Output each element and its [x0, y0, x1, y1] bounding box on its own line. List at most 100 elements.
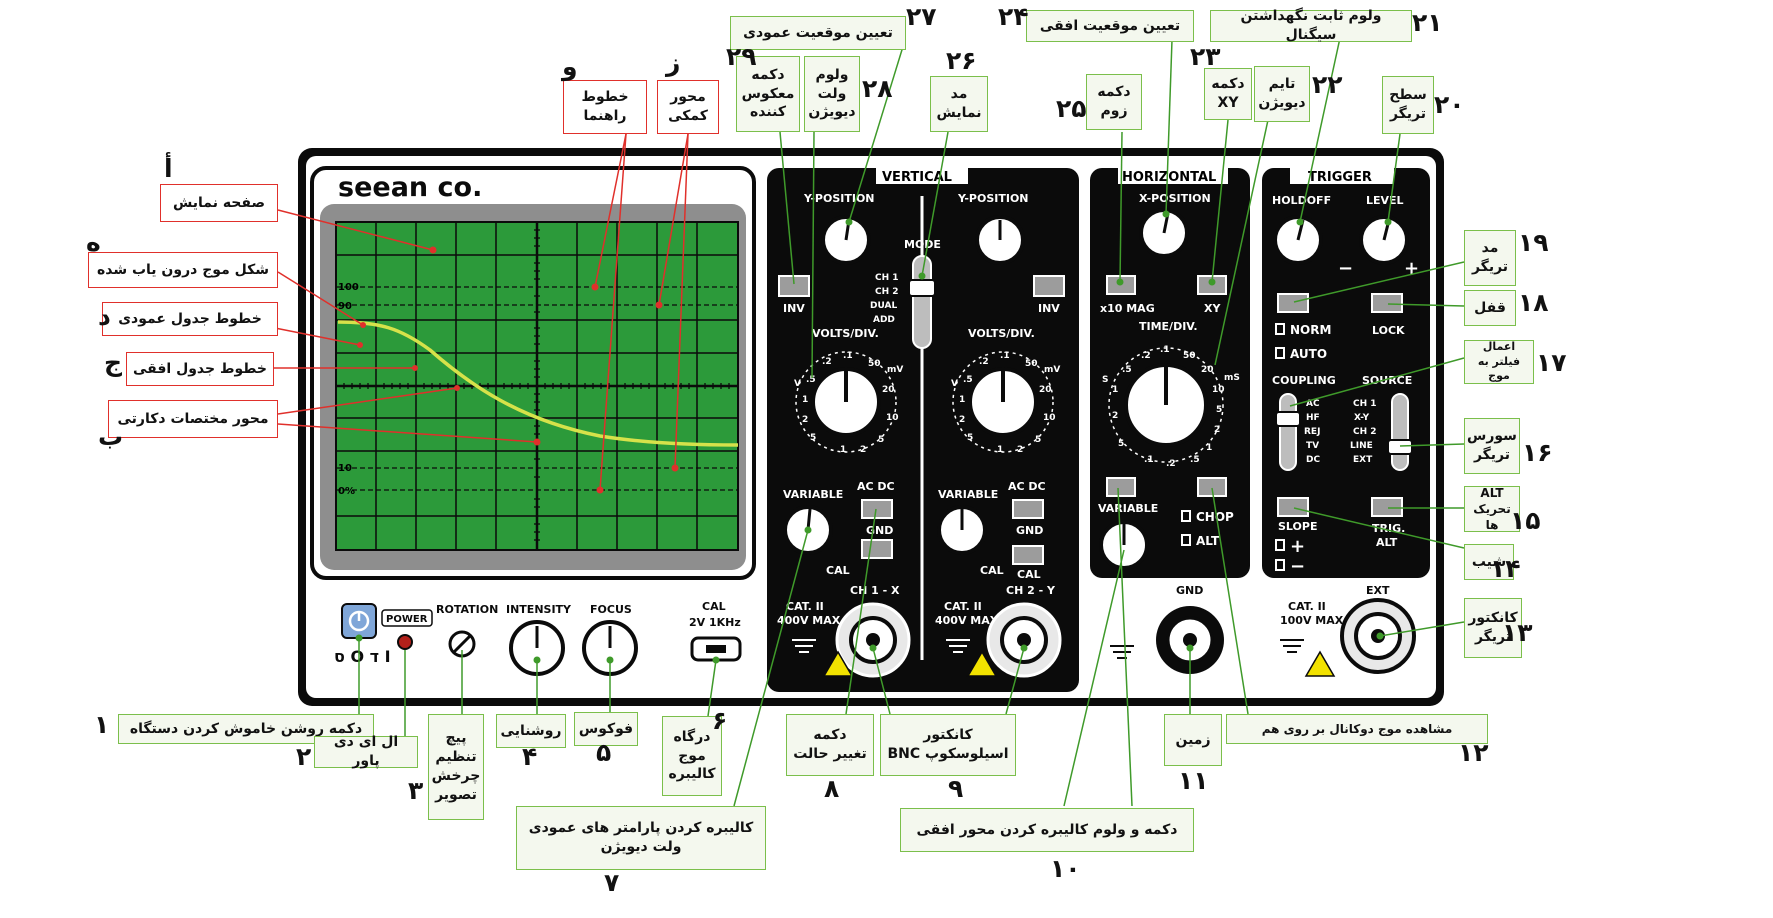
warning-icon: [1304, 650, 1336, 677]
lock-label: LOCK: [1372, 324, 1405, 337]
ch2-connector-label: CH 2 - Y: [1006, 584, 1056, 597]
volts-scale-label: 5: [810, 433, 816, 443]
leader-dot-green: [1116, 278, 1124, 286]
coupling-option: AC: [1306, 399, 1320, 409]
source-option: CH 1: [1353, 399, 1377, 409]
time-unit-ms: mS: [1224, 373, 1240, 383]
time-scale-label: .2: [1166, 459, 1176, 469]
volts-unit-v: V: [794, 379, 801, 389]
source-option: X-Y: [1354, 413, 1370, 423]
callout-trigger-alt: ALT تحریک ها: [1464, 486, 1520, 532]
lock-button[interactable]: [1371, 293, 1403, 313]
badge-24: ۲۴: [998, 2, 1029, 31]
ground-icon: [792, 639, 816, 653]
ch2-cal-button-label: CAL: [1017, 568, 1041, 581]
source-slider-handle[interactable]: [1387, 439, 1413, 455]
trig-alt-button[interactable]: [1371, 497, 1403, 517]
callout-ground: زمین: [1164, 714, 1222, 766]
slope-button[interactable]: [1277, 497, 1309, 517]
callout-trigger-mode: مد تریگر: [1464, 230, 1516, 286]
badge-3: ۳: [408, 776, 424, 805]
time-scale-label: 1: [1206, 443, 1212, 453]
cal-label: CAL: [702, 600, 726, 613]
badge-17: ۱۷: [1536, 348, 1567, 377]
callout-rotation-screw: پیچ تنظیم چرخش تصویر: [428, 714, 484, 820]
ch2-voltsdiv-label: VOLTS/DIV.: [968, 327, 1035, 340]
leader-lines-green: [358, 37, 1465, 807]
ch2-inv-button[interactable]: [1033, 275, 1065, 297]
volts-unit-v: V: [951, 379, 958, 389]
ch2-acdc-button[interactable]: [1012, 499, 1044, 519]
coupling-option: HF: [1306, 413, 1320, 423]
leader-dot-red: [591, 283, 599, 291]
trigger-section: [1262, 168, 1430, 578]
callout-power-led: ال ای دی پاور: [314, 734, 418, 769]
callout-mode-switch-button: دکمه تغییر حالت: [786, 714, 874, 776]
coupling-slider-handle[interactable]: [1275, 411, 1301, 427]
volts-scale-label: .1: [843, 351, 853, 361]
callout-trigger-source: سورس تریگر: [1464, 418, 1520, 474]
leader-dot-red: [429, 246, 437, 254]
ch1-cal-label: CAL: [826, 564, 850, 577]
chop-alt-button[interactable]: [1197, 477, 1227, 497]
ch1-inv-label: INV: [783, 302, 805, 315]
leader-dot-green: [533, 656, 541, 664]
badge-7: ۷: [604, 868, 620, 897]
volts-scale-label: 10: [886, 413, 899, 423]
callout-volt-division-knob: ولوم ولت دیویژن: [804, 56, 860, 132]
badge-29: ۲۹: [726, 42, 757, 71]
callout-horizontal-calibration: دکمه و ولوم کالیبره کردن محور افقی: [900, 808, 1194, 852]
leader-dot-green: [1376, 632, 1384, 640]
badge-23: ۲۳: [1190, 42, 1221, 71]
volts-scale-label: 20: [882, 385, 895, 395]
x10-mag-label: x10 MAG: [1100, 302, 1155, 315]
slope-label: SLOPE: [1278, 520, 1317, 533]
h-variable-button[interactable]: [1106, 477, 1136, 497]
ch2-max-label: 400V MAX: [935, 614, 999, 627]
badge-4: ۴: [522, 742, 538, 771]
power-onoff-marks: ס O ד I: [334, 647, 391, 666]
mode-option: CH 1: [875, 273, 899, 283]
time-scale-label: 10: [1212, 385, 1225, 395]
mode-slider-handle[interactable]: [908, 279, 936, 297]
ch1-acdc-button[interactable]: [861, 499, 893, 519]
badge-22: ۲۲: [1312, 70, 1343, 99]
horizontal-section-label-bg: [1118, 168, 1228, 184]
rotation-label: ROTATION: [436, 603, 498, 616]
cal-spec: 2V 1KHz: [689, 616, 741, 629]
rotation-screw-slot: [452, 634, 472, 654]
ch1-gnd-button[interactable]: [861, 539, 893, 559]
leader-dot-red: [655, 301, 663, 309]
badge-25: ۲۵: [1056, 94, 1087, 123]
timediv-dial-ring: [1108, 347, 1224, 463]
badge-18: ۱۸: [1518, 288, 1549, 317]
badge-12: ۱۲: [1458, 738, 1489, 767]
mode-option: ADD: [873, 315, 895, 325]
volts-scale-label: 5: [878, 435, 884, 445]
volts-scale-label: 5: [1035, 435, 1041, 445]
auto-label: AUTO: [1290, 347, 1327, 361]
badge-9: ۹: [948, 774, 964, 803]
badge-10: ۱۰: [1050, 854, 1081, 883]
badge-21: ۲۱: [1412, 8, 1443, 37]
warning-icon: [966, 650, 998, 677]
trigger-mode-button[interactable]: [1277, 293, 1309, 313]
volts-scale-label: .1: [1000, 351, 1010, 361]
callout-trigger-level: سطح تریگر: [1382, 76, 1434, 134]
volts-scale-label: 2: [860, 445, 866, 455]
leader-dot-green: [1384, 218, 1392, 226]
leader-dot-green: [712, 656, 720, 664]
gnd-terminal-pin: [1183, 633, 1197, 647]
callout-vertical-position: تعیین موقعیت عمودی: [730, 16, 906, 50]
callout-horizontal-position: تعیین موقعیت افقی: [1026, 10, 1194, 42]
warning-icon: [822, 650, 854, 677]
ch1-connector-label: CH 1 - X: [850, 584, 900, 597]
ch2-gnd-button[interactable]: [1012, 545, 1044, 565]
badge-alef: أ: [164, 154, 173, 183]
leader-dot-green: [355, 634, 363, 642]
ch1-bnc-pin: [866, 633, 880, 647]
callout-vertical-calibration: کالیبره کردن پارامتر های عمودی ولت دیویژ…: [516, 806, 766, 870]
volts-scale-label: 1: [997, 445, 1003, 455]
leader-dot-green: [1162, 210, 1170, 218]
ground-icon: [946, 639, 970, 653]
